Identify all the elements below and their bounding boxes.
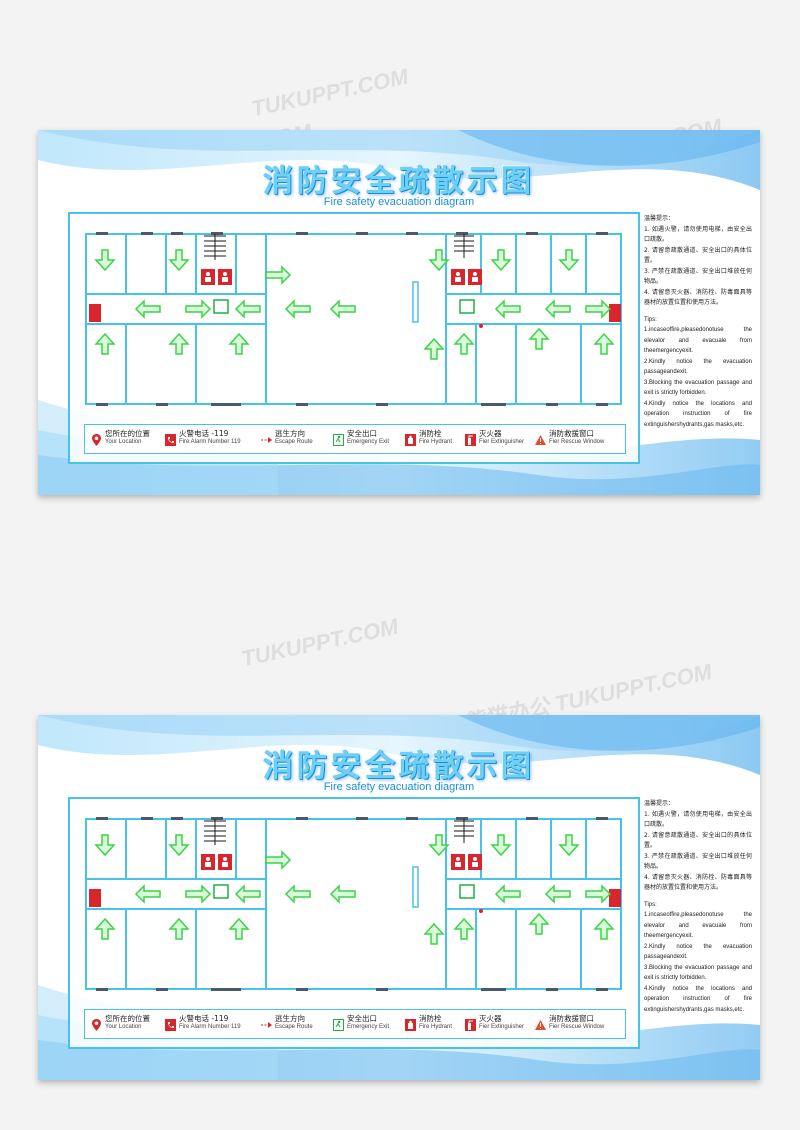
legend-label-cn: 安全出口 (347, 1014, 377, 1023)
legend-label-en: Your Location (105, 1024, 142, 1030)
tips-cn-title: 温馨提示： (644, 215, 675, 222)
tip-cn: 2. 请留意疏散通道、安全出口的具体位置。 (644, 831, 752, 850)
legend-label-cn: 逃生方向 (275, 1014, 305, 1023)
tips-cn-title: 温馨提示： (644, 800, 675, 807)
legend-label-en: Fire Hydrant (419, 439, 453, 445)
tips-en-title: Tips: (644, 316, 657, 323)
tip-en: 1.incaseoffire,pleasedonotuse the eleval… (644, 327, 752, 354)
legend-label-cn: 消防栓 (419, 429, 442, 438)
legend-label-cn: 消防救援窗口 (549, 1014, 594, 1023)
phone-icon (165, 431, 176, 446)
legend-label-cn: 您所在的位置 (105, 1014, 150, 1023)
tip-cn: 3. 严禁在疏散通道、安全出口堆放任何物品。 (644, 267, 752, 286)
tips-cn-list: 1. 如遇火警，请勿使用电梯，由安全出口疏散。 2. 请留意疏散通道、安全出口的具… (644, 810, 752, 894)
warning-triangle-icon (535, 1016, 546, 1030)
tip-en: 3.Blocking the evacuation passage and ex… (644, 379, 752, 397)
phone-icon (165, 1016, 176, 1031)
legend-label-en: Fier Extinguisher (479, 439, 525, 445)
fire-extinguisher-icon (465, 1016, 476, 1031)
watermark: TUKUPPT.COM (239, 613, 401, 672)
board-subtitle: Fire safety evacuation diagram (323, 196, 475, 208)
legend-label-cn: 您所在的位置 (105, 429, 150, 438)
emergency-exit-icon (333, 1016, 344, 1031)
location-pin-icon (91, 1016, 102, 1031)
evacuation-board: 消防安全疏散示图 Fire safety evacuation diagram (38, 715, 760, 1080)
tip-en: 2.Kindly notice the evacuation passagean… (644, 358, 752, 376)
legend-label-en: Fire Alarm Number 119 (179, 1024, 241, 1030)
legend-label-cn: 逃生方向 (275, 429, 305, 438)
escape-route-icon (261, 431, 272, 443)
legend-label-en: Emergency Exit (347, 1024, 390, 1030)
escape-route-icon (261, 1016, 272, 1028)
evacuation-board: 消防安全疏散示图 Fire safety evacuation diagram (38, 130, 760, 495)
legend-label-en: Fier Rescue Window (549, 439, 605, 445)
tip-cn: 1. 如遇火警，请勿使用电梯，由安全出口疏散。 (644, 810, 752, 829)
tips-cn-list: 1. 如遇火警，请勿使用电梯，由安全出口疏散。 2. 请留意疏散通道、安全出口的具… (644, 225, 752, 309)
tip-cn: 4. 请留意灭火器、消防栓、防毒面具等器材的放置位置和使用方法。 (644, 288, 752, 307)
emergency-exit-icon (333, 431, 344, 446)
legend-label-cn: 消防栓 (419, 1014, 442, 1023)
warning-triangle-icon (535, 431, 546, 445)
tip-en: 2.Kindly notice the evacuation passagean… (644, 943, 752, 961)
legend-label-en: Fire Hydrant (419, 1024, 453, 1030)
legend-label-cn: 火警电话 -119 (179, 1014, 229, 1023)
fire-extinguisher-icon (465, 431, 476, 446)
fire-hydrant-icon (405, 431, 416, 446)
legend-label-en: Fire Alarm Number 119 (179, 439, 241, 445)
watermark: TUKUPPT.COM (249, 63, 411, 122)
legend-label-en: Fier Rescue Window (549, 1024, 605, 1030)
legend-label-cn: 消防救援窗口 (549, 429, 594, 438)
board-subtitle: Fire safety evacuation diagram (323, 781, 475, 793)
tips-en-title: Tips: (644, 901, 657, 908)
tip-en: 4.Kindly notice the locations and operat… (644, 985, 752, 1013)
fire-hydrant-icon (405, 1016, 416, 1031)
board-title: 消防安全疏散示图 (263, 164, 535, 199)
board-title: 消防安全疏散示图 (263, 749, 535, 784)
legend-label-en: Fier Extinguisher (479, 1024, 525, 1030)
tip-cn: 1. 如遇火警，请勿使用电梯，由安全出口疏散。 (644, 225, 752, 244)
tip-en: 4.Kindly notice the locations and operat… (644, 400, 752, 428)
tips-en-list: 1.incaseoffire,pleasedonotuse the eleval… (644, 325, 752, 430)
location-pin-icon (91, 431, 102, 446)
tip-en: 3.Blocking the evacuation passage and ex… (644, 964, 752, 982)
tips-en-list: 1.incaseoffire,pleasedonotuse the eleval… (644, 910, 752, 1015)
legend-label-cn: 火警电话 -119 (179, 429, 229, 438)
legend-label-cn: 灭火器 (479, 429, 502, 438)
tips-panel: 温馨提示： 1. 如遇火警，请勿使用电梯，由安全出口疏散。 2. 请留意疏散通道、… (644, 214, 752, 430)
tip-cn: 4. 请留意灭火器、消防栓、防毒面具等器材的放置位置和使用方法。 (644, 873, 752, 892)
legend-label-cn: 安全出口 (347, 429, 377, 438)
tip-cn: 2. 请留意疏散通道、安全出口的具体位置。 (644, 246, 752, 265)
legend-label-en: Escape Route (275, 439, 313, 445)
tips-panel: 温馨提示： 1. 如遇火警，请勿使用电梯，由安全出口疏散。 2. 请留意疏散通道、… (644, 799, 752, 1015)
legend-label-en: Emergency Exit (347, 439, 390, 445)
legend-label-en: Your Location (105, 439, 142, 445)
legend-label-cn: 灭火器 (479, 1014, 502, 1023)
legend-label-en: Escape Route (275, 1024, 313, 1030)
floor-plan (85, 232, 622, 406)
tip-cn: 3. 严禁在疏散通道、安全出口堆放任何物品。 (644, 852, 752, 871)
floor-plan (85, 817, 622, 991)
tip-en: 1.incaseoffire,pleasedonotuse the eleval… (644, 912, 752, 939)
